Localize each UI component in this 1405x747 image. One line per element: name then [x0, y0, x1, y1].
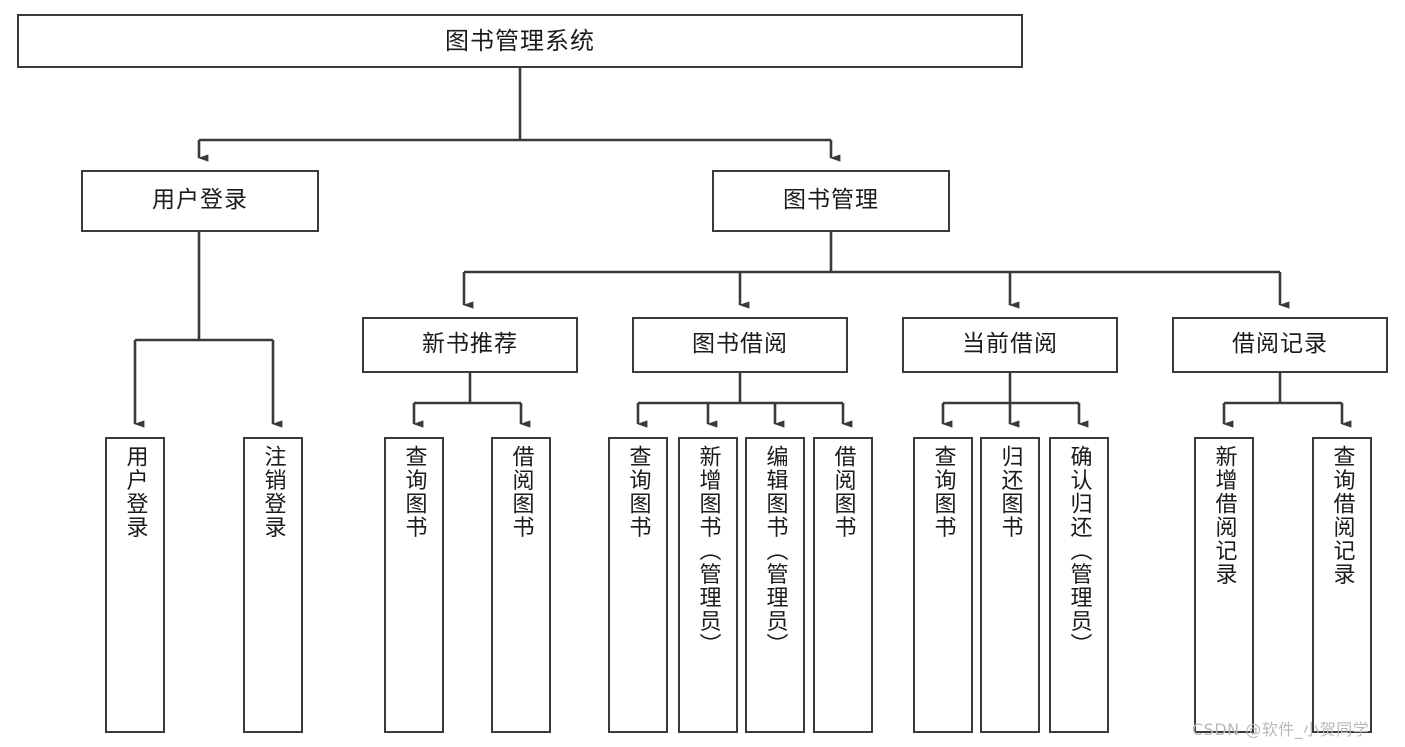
node-label: 查询图书	[401, 445, 427, 539]
node-label: 用户登录	[152, 187, 248, 214]
node-leaf-borrow-books-1[interactable]: 借阅图书	[491, 437, 551, 733]
node-leaf-borrow-books-2[interactable]: 借阅图书	[813, 437, 873, 733]
node-label: 图书管理系统	[445, 26, 595, 55]
node-current-borrow[interactable]: 当前借阅	[902, 317, 1118, 373]
node-borrow-records[interactable]: 借阅记录	[1172, 317, 1388, 373]
node-label: 借阅记录	[1232, 331, 1328, 358]
node-leaf-logout[interactable]: 注销登录	[243, 437, 303, 733]
node-root-library-system[interactable]: 图书管理系统	[17, 14, 1023, 68]
node-leaf-query-books-3[interactable]: 查询图书	[913, 437, 973, 733]
node-leaf-query-books-2[interactable]: 查询图书	[608, 437, 668, 733]
node-leaf-confirm-return[interactable]: 确认归还（管理员）	[1049, 437, 1109, 733]
csdn-watermark: CSDN @软件_小贺同学	[1192, 720, 1370, 739]
node-user-login[interactable]: 用户登录	[81, 170, 319, 232]
node-book-borrow[interactable]: 图书借阅	[632, 317, 848, 373]
node-label: 编辑图书（管理员）	[762, 445, 788, 657]
node-label: 查询图书	[625, 445, 651, 539]
node-leaf-query-books-1[interactable]: 查询图书	[384, 437, 444, 733]
node-label: 借阅图书	[508, 445, 534, 539]
node-label: 用户登录	[122, 445, 148, 539]
node-leaf-add-record[interactable]: 新增借阅记录	[1194, 437, 1254, 733]
node-label: 图书管理	[783, 187, 879, 214]
node-book-management[interactable]: 图书管理	[712, 170, 950, 232]
node-label: 新增图书（管理员）	[695, 445, 721, 657]
node-label: 图书借阅	[692, 331, 788, 358]
node-label: 借阅图书	[830, 445, 856, 539]
node-leaf-query-record[interactable]: 查询借阅记录	[1312, 437, 1372, 733]
node-leaf-add-book[interactable]: 新增图书（管理员）	[678, 437, 738, 733]
node-leaf-user-login[interactable]: 用户登录	[105, 437, 165, 733]
node-label: 查询图书	[930, 445, 956, 539]
node-label: 新增借阅记录	[1211, 445, 1237, 586]
node-leaf-edit-book[interactable]: 编辑图书（管理员）	[745, 437, 805, 733]
node-label: 注销登录	[260, 445, 286, 539]
node-label: 当前借阅	[962, 331, 1058, 358]
node-label: 归还图书	[997, 445, 1023, 539]
node-label: 查询借阅记录	[1329, 445, 1355, 586]
node-label: 确认归还（管理员）	[1066, 445, 1092, 657]
node-leaf-return-book[interactable]: 归还图书	[980, 437, 1040, 733]
node-new-book-recommend[interactable]: 新书推荐	[362, 317, 578, 373]
node-label: 新书推荐	[422, 331, 518, 358]
